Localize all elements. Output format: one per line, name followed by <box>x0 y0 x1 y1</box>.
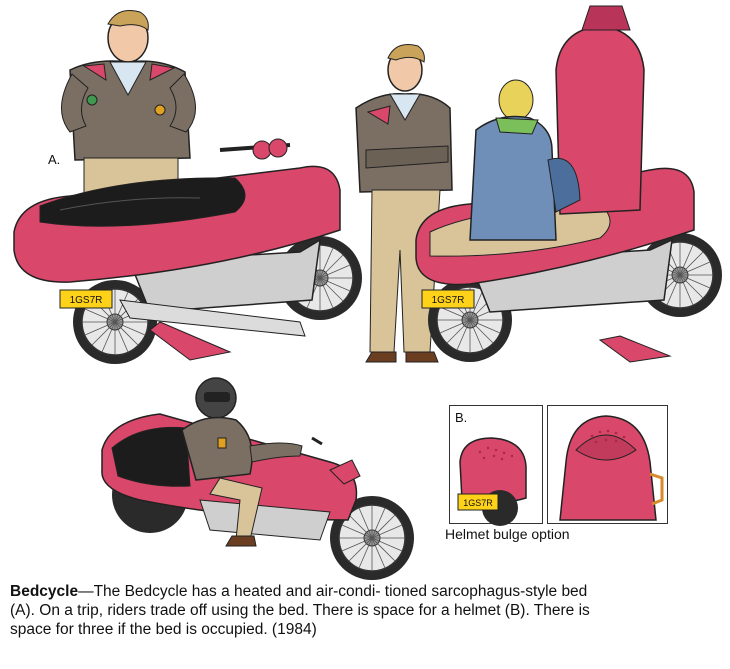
panel-label-a: A. <box>48 152 61 167</box>
inset-caption: Helmet bulge option <box>445 526 570 542</box>
scene-a2: 1GS7R <box>355 5 723 363</box>
svg-text:1GS7R: 1GS7R <box>432 295 465 306</box>
bed-blanket <box>39 177 246 227</box>
scene-a: 1GS7R <box>13 10 363 365</box>
caption-body: —The Bedcycle has a heated and air-condi… <box>10 583 590 638</box>
license-plate-a <box>59 289 113 309</box>
bedcycle-illustration: 1GS7R 1GS7R <box>13 5 723 580</box>
scene-rider <box>101 377 415 580</box>
figure-caption: Bedcycle—The Bedcycle has a heated and a… <box>10 582 610 639</box>
panel-label-b: B. <box>455 410 468 425</box>
license-plate-a2 <box>421 289 475 309</box>
svg-text:1GS7R: 1GS7R <box>70 295 103 306</box>
caption-title: Bedcycle <box>10 583 79 600</box>
inset-frame-bulge <box>547 405 668 524</box>
